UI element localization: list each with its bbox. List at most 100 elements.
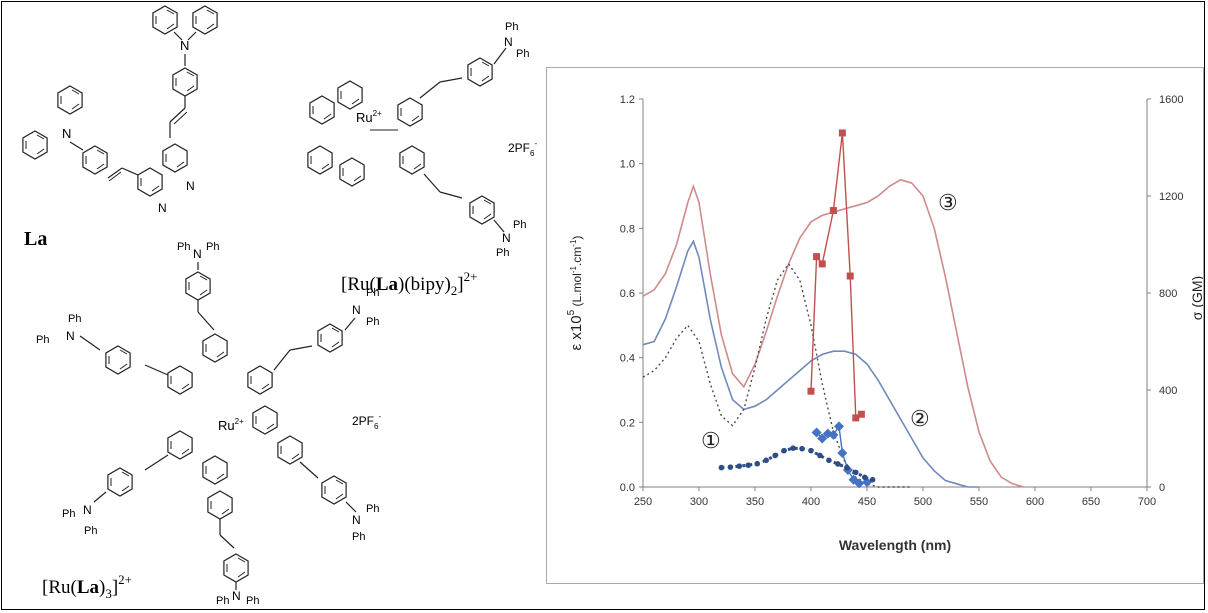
data-point-navy: [835, 461, 841, 467]
phenyl-label: Ph: [84, 525, 97, 537]
data-point-navy: [799, 445, 805, 452]
annotation-3: ③: [938, 190, 958, 215]
phenyl-label: Ph: [496, 247, 509, 259]
atom-n: N: [180, 38, 189, 53]
phenyl-label: Ph: [366, 316, 379, 328]
phenyl-label: Ph: [513, 219, 526, 231]
annotation-2: ②: [910, 406, 930, 431]
y-axis-label: ε x105 (L.mol-1.cm-1): [566, 236, 585, 351]
data-point-navy: [817, 452, 823, 459]
y-tick-label: 0.8: [620, 223, 635, 235]
label-la: La: [24, 228, 47, 250]
y-tick-label: 1.0: [620, 159, 635, 171]
phenyl-label: Ph: [366, 503, 379, 515]
y-tick-label: 0.6: [620, 288, 635, 300]
series-line-red: [642, 178, 1025, 488]
data-point-navy: [745, 462, 752, 468]
series-line-blue: [642, 239, 979, 488]
atom-n: N: [504, 35, 513, 49]
data-point-red: [807, 387, 815, 395]
phenyl-label: Ph: [505, 21, 518, 33]
phenyl-label: Ph: [206, 241, 219, 253]
data-point-red: [818, 260, 826, 268]
y2-ticks: 0 400 800 1200 1600: [1147, 94, 1183, 494]
x-tick-label: 650: [1082, 496, 1100, 508]
data-point-navy: [853, 469, 859, 476]
data-point-red: [857, 410, 865, 418]
data-point-blue: [837, 448, 848, 459]
atom-n: N: [186, 179, 195, 193]
x-tick-label: 700: [1138, 496, 1156, 508]
x-tick-label: 350: [746, 496, 764, 508]
y-ticks: 0.0 0.2 0.4 0.6 0.8 1.0 1.2: [620, 94, 643, 494]
data-point-navy: [772, 452, 778, 459]
atom-n: N: [158, 201, 167, 215]
y-tick-label: 0.0: [620, 482, 635, 494]
data-point-navy: [754, 460, 761, 467]
label-ru-la-bipy: [Ru(La)(bipy)2]2+: [341, 269, 477, 298]
atom-n: N: [502, 231, 511, 245]
data-point-navy: [869, 476, 876, 483]
chemical-structures: N N N N La Ru2+ N Ph: [22, 5, 537, 607]
counter-ion: 2PF6-: [508, 139, 537, 158]
phenyl-label: Ph: [246, 595, 259, 607]
ru-center: Ru2+: [218, 417, 244, 433]
atom-n: N: [62, 126, 71, 141]
data-point-blue: [817, 433, 828, 444]
y2-tick-label: 1200: [1159, 191, 1183, 203]
y2-tick-label: 1600: [1159, 94, 1183, 106]
data-point-navy: [790, 445, 796, 452]
counter-ion: 2PF6-: [352, 412, 381, 431]
data-point-red: [829, 207, 837, 215]
data-point-navy: [718, 464, 725, 471]
series-group: [642, 129, 1025, 489]
atom-n: N: [193, 247, 202, 261]
ru-center: Ru2+: [356, 109, 382, 125]
atom-n: N: [352, 303, 361, 317]
y-tick-label: 0.2: [620, 417, 635, 429]
series-line-navy-dotted: [721, 446, 874, 482]
phenyl-label: Ph: [177, 241, 190, 253]
label-ru-la3: [Ru(La)3]2+: [42, 572, 132, 601]
y2-tick-label: 800: [1159, 288, 1177, 300]
phenyl-label: Ph: [68, 313, 81, 325]
atom-n: N: [232, 589, 241, 603]
data-point-red: [846, 272, 854, 280]
x-tick-label: 600: [1026, 496, 1044, 508]
phenyl-label: Ph: [366, 287, 379, 299]
complex-ru-la-bipy-structure: Ru2+ N Ph Ph N Ph Ph 2PF6- [Ru(La)(bipy)…: [307, 21, 537, 298]
data-point-blue: [854, 478, 865, 489]
data-point-navy: [808, 447, 814, 454]
phenyl-label: Ph: [36, 334, 49, 346]
data-point-navy: [763, 457, 769, 464]
y2-axis-label: σ (GM): [1189, 276, 1203, 320]
y-tick-label: 1.2: [620, 94, 635, 106]
atom-n: N: [83, 503, 92, 517]
x-axis-label: Wavelength (nm): [839, 537, 951, 553]
data-point-blue: [834, 421, 844, 432]
data-point-navy: [736, 463, 743, 469]
y2-tick-label: 0: [1159, 482, 1165, 494]
y2-tick-label: 400: [1159, 385, 1177, 397]
data-point-blue: [828, 429, 839, 440]
atom-n: N: [352, 513, 361, 527]
data-point-red: [838, 129, 846, 137]
annotation-1: ①: [701, 428, 721, 453]
phenyl-label: Ph: [62, 508, 75, 520]
phenyl-label: Ph: [216, 595, 229, 607]
data-point-navy: [861, 474, 868, 481]
data-point-navy: [727, 464, 734, 470]
y-tick-label: 0.4: [620, 353, 635, 365]
complex-ru-la3-structure: Ph N Ph Ru2+ Ph N Ph N Ph Ph 2PF6- N Ph: [36, 241, 381, 607]
data-point-red: [852, 414, 860, 422]
x-tick-label: 300: [690, 496, 708, 508]
data-point-navy: [781, 447, 787, 454]
series-line-red-markers: [810, 132, 862, 420]
x-tick-label: 450: [858, 496, 876, 508]
data-point-blue: [811, 427, 822, 438]
x-tick-label: 550: [970, 496, 988, 508]
phenyl-label: Ph: [352, 531, 365, 543]
